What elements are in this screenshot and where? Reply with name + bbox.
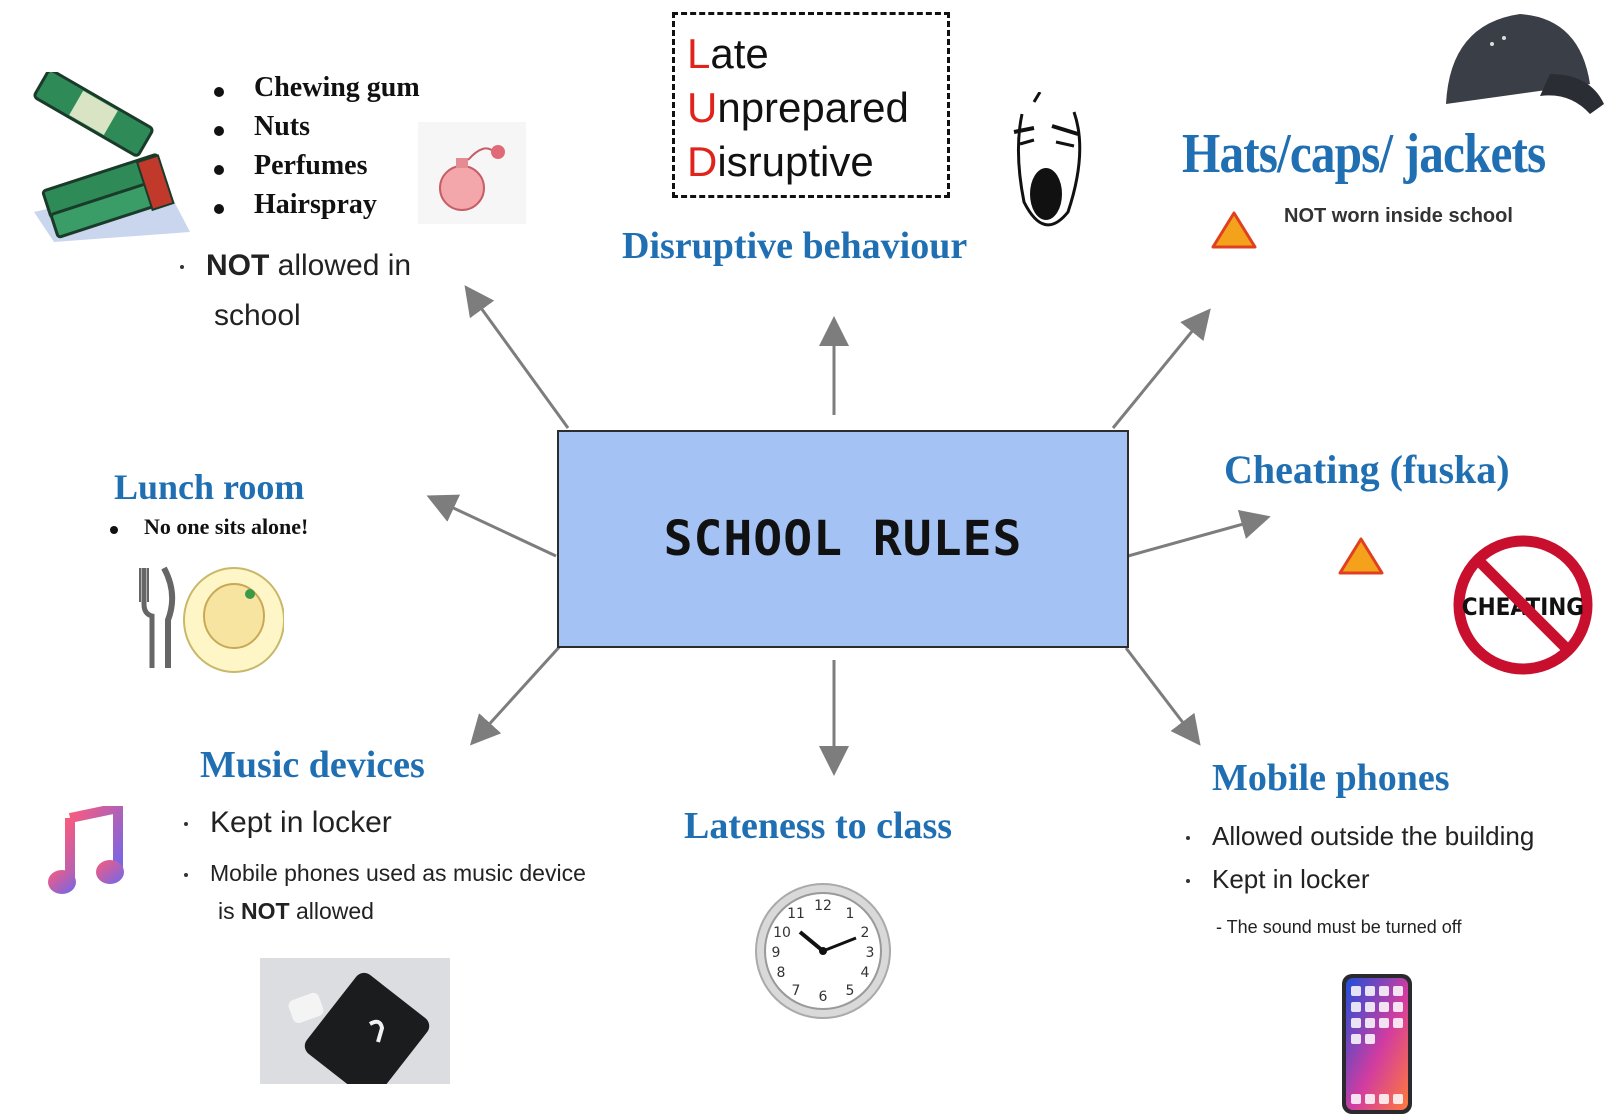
lunch-bullet: No one sits alone! (110, 514, 308, 540)
center-title: SCHOOL RULES (663, 511, 1023, 567)
smartphone-icon (1342, 974, 1412, 1114)
svg-text:3: 3 (866, 945, 875, 961)
lud-disruptive: Disruptive (687, 138, 874, 185)
list-item: Nuts (214, 107, 420, 146)
disruptive-heading: Disruptive behaviour (622, 225, 968, 267)
lud-box: Late Unprepared Disruptive (672, 12, 950, 198)
hats-note: NOT worn inside school (1284, 205, 1513, 227)
arrow-cheating (1127, 509, 1271, 558)
center-box: SCHOOL RULES (557, 430, 1129, 648)
banned-items-list: Chewing gum Nuts Perfumes Hairspray (214, 68, 420, 224)
list-item: Chewing gum (214, 68, 420, 107)
music-heading: Music devices (200, 744, 425, 786)
svg-text:4: 4 (861, 965, 870, 981)
no-cheating-icon: CHEATING (1453, 535, 1593, 675)
svg-text:12: 12 (814, 898, 832, 914)
warning-icon (1338, 537, 1384, 575)
clock-icon: 12 12 3 45 6 78 9 10 11 (755, 883, 891, 1019)
svg-text:10: 10 (773, 925, 791, 941)
cheating-heading: Cheating (fuska) (1224, 447, 1510, 492)
music-bullet-1: Kept in locker (184, 806, 392, 840)
arrow-music (469, 642, 564, 746)
svg-text:2: 2 (861, 925, 870, 941)
arrow-mobile (1124, 647, 1201, 746)
svg-text:8: 8 (777, 965, 786, 981)
cap-icon (1446, 14, 1604, 114)
gum-icon (33, 72, 190, 242)
lateness-heading: Lateness to class (684, 805, 953, 847)
mobile-heading: Mobile phones (1212, 757, 1450, 799)
lunch-heading: Lunch room (114, 467, 305, 507)
airpods-phone-icon (260, 958, 450, 1084)
perfume-icon (418, 122, 526, 224)
music-note-icon (48, 806, 124, 894)
arrow-lunch (426, 494, 557, 558)
lud-unprepared: Unprepared (687, 84, 909, 131)
list-item: Perfumes (214, 146, 420, 185)
arrow-banned-items (464, 285, 570, 429)
svg-text:1: 1 (846, 906, 855, 922)
list-item: Hairspray (214, 185, 420, 224)
arrow-hats (1111, 308, 1211, 429)
mobile-bullet-1: Allowed outside the building (1186, 821, 1534, 852)
mobile-note: - The sound must be turned off (1216, 917, 1462, 937)
svg-text:6: 6 (819, 989, 828, 1005)
music-bullet-2: Mobile phones used as music device is NO… (184, 854, 586, 930)
svg-text:11: 11 (787, 906, 805, 922)
hats-heading: Hats/caps/ jackets (1182, 123, 1546, 185)
banned-items-note: NOT allowed in school (180, 241, 411, 341)
lud-late: Late (687, 30, 769, 77)
cutlery-plate-icon (139, 566, 284, 673)
svg-text:7: 7 (792, 983, 801, 999)
svg-text:5: 5 (846, 983, 855, 999)
screaming-face-icon (1013, 92, 1082, 227)
warning-icon (1211, 211, 1257, 249)
svg-text:9: 9 (772, 945, 781, 961)
mobile-bullet-2: Kept in locker (1186, 864, 1370, 895)
